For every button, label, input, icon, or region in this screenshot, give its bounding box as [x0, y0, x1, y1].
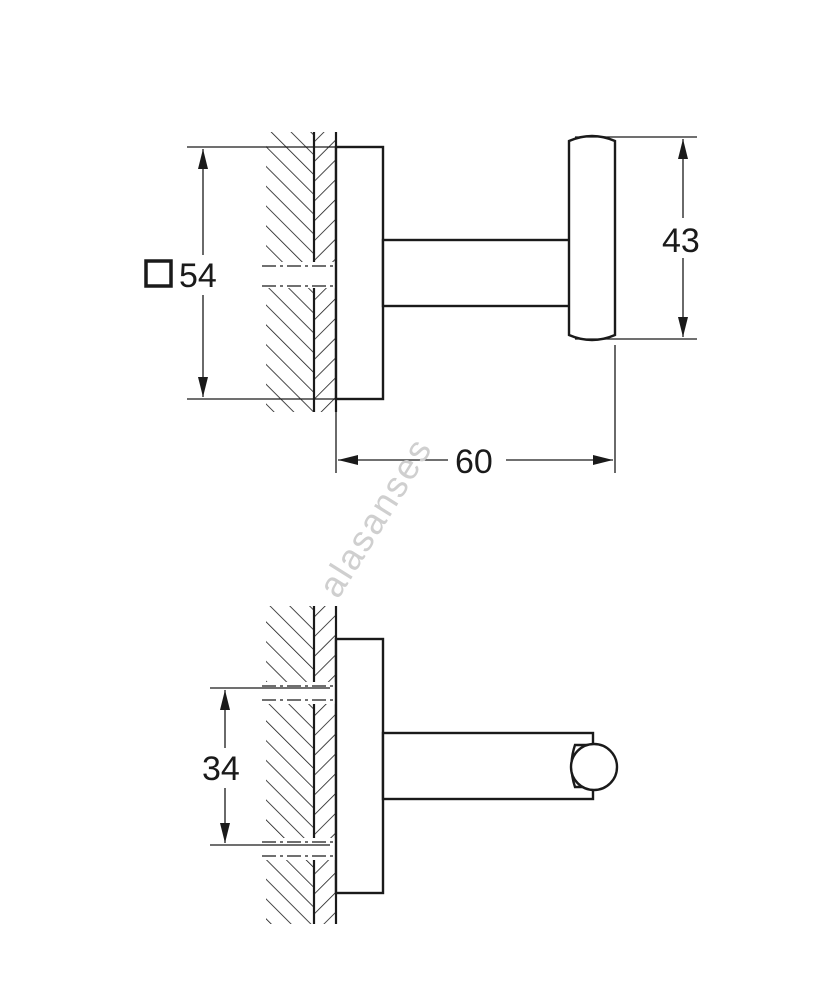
bottom-view: 34 [198, 606, 619, 924]
hook-head [567, 134, 617, 342]
base-plate [334, 145, 385, 401]
hook-arm [381, 238, 595, 308]
base-plate-lower [334, 637, 385, 895]
hook-arm-lower [381, 731, 595, 801]
dimension-depth: 60 [455, 443, 493, 481]
dimension-square-size: 54 [179, 257, 217, 295]
wall-hatching-lower [266, 606, 314, 924]
dimension-offset: 34 [202, 750, 240, 788]
square-symbol-icon [144, 259, 173, 288]
tile-hatching-lower [314, 606, 336, 924]
hook-head-lower [569, 742, 619, 792]
dimension-height: 43 [662, 222, 700, 260]
side-view: 54 43 60 [140, 132, 708, 481]
watermark-text: alasanses [310, 430, 440, 604]
